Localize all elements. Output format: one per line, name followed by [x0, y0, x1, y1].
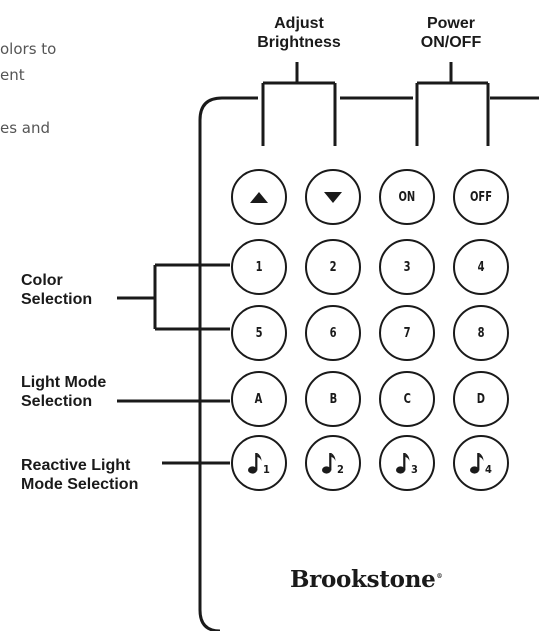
reactive-mode-4-number: 4	[485, 463, 492, 476]
callout-reactive-line2: Mode Selection	[21, 476, 139, 493]
color-button-4[interactable]: 4	[453, 239, 509, 295]
callout-color-selection-line1: Color	[21, 272, 63, 289]
color-button-2-label: 2	[329, 259, 337, 275]
brightness-down-button[interactable]	[305, 169, 361, 225]
power-on-label: ON	[398, 189, 416, 205]
light-mode-button-c[interactable]: C	[379, 371, 435, 427]
reactive-mode-button-1[interactable]: 1	[231, 435, 287, 491]
reactive-mode-3-glyph: 3	[396, 452, 418, 476]
callout-adjust-brightness-line1: Adjust	[274, 15, 324, 32]
callout-light-mode-line2: Selection	[21, 393, 93, 410]
color-button-4-label: 4	[477, 259, 485, 275]
triangle-down-icon	[324, 191, 342, 203]
reactive-mode-3-number: 3	[411, 463, 418, 476]
color-button-5-label: 5	[255, 325, 263, 341]
light-mode-button-d[interactable]: D	[453, 371, 509, 427]
brand-name: Brookstone	[290, 566, 436, 593]
callout-color-selection: Color Selection	[21, 271, 92, 309]
callout-reactive-light-mode: Reactive Light Mode Selection	[21, 456, 138, 494]
light-mode-a-label: A	[255, 391, 263, 407]
reactive-mode-button-2[interactable]: 2	[305, 435, 361, 491]
color-button-8-label: 8	[477, 325, 485, 341]
reactive-mode-1-glyph: 1	[248, 452, 270, 476]
color-button-3[interactable]: 3	[379, 239, 435, 295]
remote-outline	[198, 96, 258, 631]
color-button-5[interactable]: 5	[231, 305, 287, 361]
callout-adjust-brightness: Adjust Brightness	[244, 14, 354, 52]
brookstone-logo: Brookstone®	[290, 566, 442, 593]
reactive-mode-2-glyph: 2	[322, 452, 344, 476]
callout-color-selection-line2: Selection	[21, 291, 93, 308]
color-button-3-label: 3	[403, 259, 411, 275]
music-note-icon	[248, 453, 262, 474]
music-note-icon	[470, 453, 484, 474]
reactive-mode-button-3[interactable]: 3	[379, 435, 435, 491]
callout-adjust-brightness-line2: Brightness	[257, 34, 341, 51]
brand-registered-mark: ®	[436, 573, 443, 580]
power-off-label: OFF	[469, 189, 493, 205]
power-off-button[interactable]: OFF	[453, 169, 509, 225]
light-mode-button-a[interactable]: A	[231, 371, 287, 427]
background-text-line-1: olors to	[0, 40, 57, 58]
reactive-mode-4-glyph: 4	[470, 452, 492, 476]
reactive-mode-1-number: 1	[263, 463, 270, 476]
color-button-7-label: 7	[403, 325, 411, 341]
background-text-line-2: ent	[0, 66, 25, 84]
callout-light-mode-selection: Light Mode Selection	[21, 373, 106, 411]
music-note-icon	[322, 453, 336, 474]
color-button-6-label: 6	[329, 325, 337, 341]
color-button-1[interactable]: 1	[231, 239, 287, 295]
color-button-7[interactable]: 7	[379, 305, 435, 361]
light-mode-d-label: D	[476, 391, 486, 407]
callout-power: Power ON/OFF	[412, 14, 490, 52]
callout-power-line1: Power	[426, 15, 475, 32]
reactive-mode-button-4[interactable]: 4	[453, 435, 509, 491]
color-button-8[interactable]: 8	[453, 305, 509, 361]
triangle-up-icon	[250, 191, 268, 203]
brightness-up-button[interactable]	[231, 169, 287, 225]
color-button-2[interactable]: 2	[305, 239, 361, 295]
power-on-button[interactable]: ON	[379, 169, 435, 225]
color-button-1-label: 1	[255, 259, 263, 275]
reactive-mode-2-number: 2	[337, 463, 344, 476]
light-mode-button-b[interactable]: B	[305, 371, 361, 427]
callout-reactive-line1: Reactive Light	[21, 457, 131, 474]
callout-power-line2: ON/OFF	[420, 34, 482, 51]
color-button-6[interactable]: 6	[305, 305, 361, 361]
callout-light-mode-line1: Light Mode	[21, 374, 107, 391]
light-mode-c-label: C	[403, 391, 411, 407]
background-text-line-3: es and	[0, 119, 51, 137]
light-mode-b-label: B	[329, 391, 337, 407]
music-note-icon	[396, 453, 410, 474]
